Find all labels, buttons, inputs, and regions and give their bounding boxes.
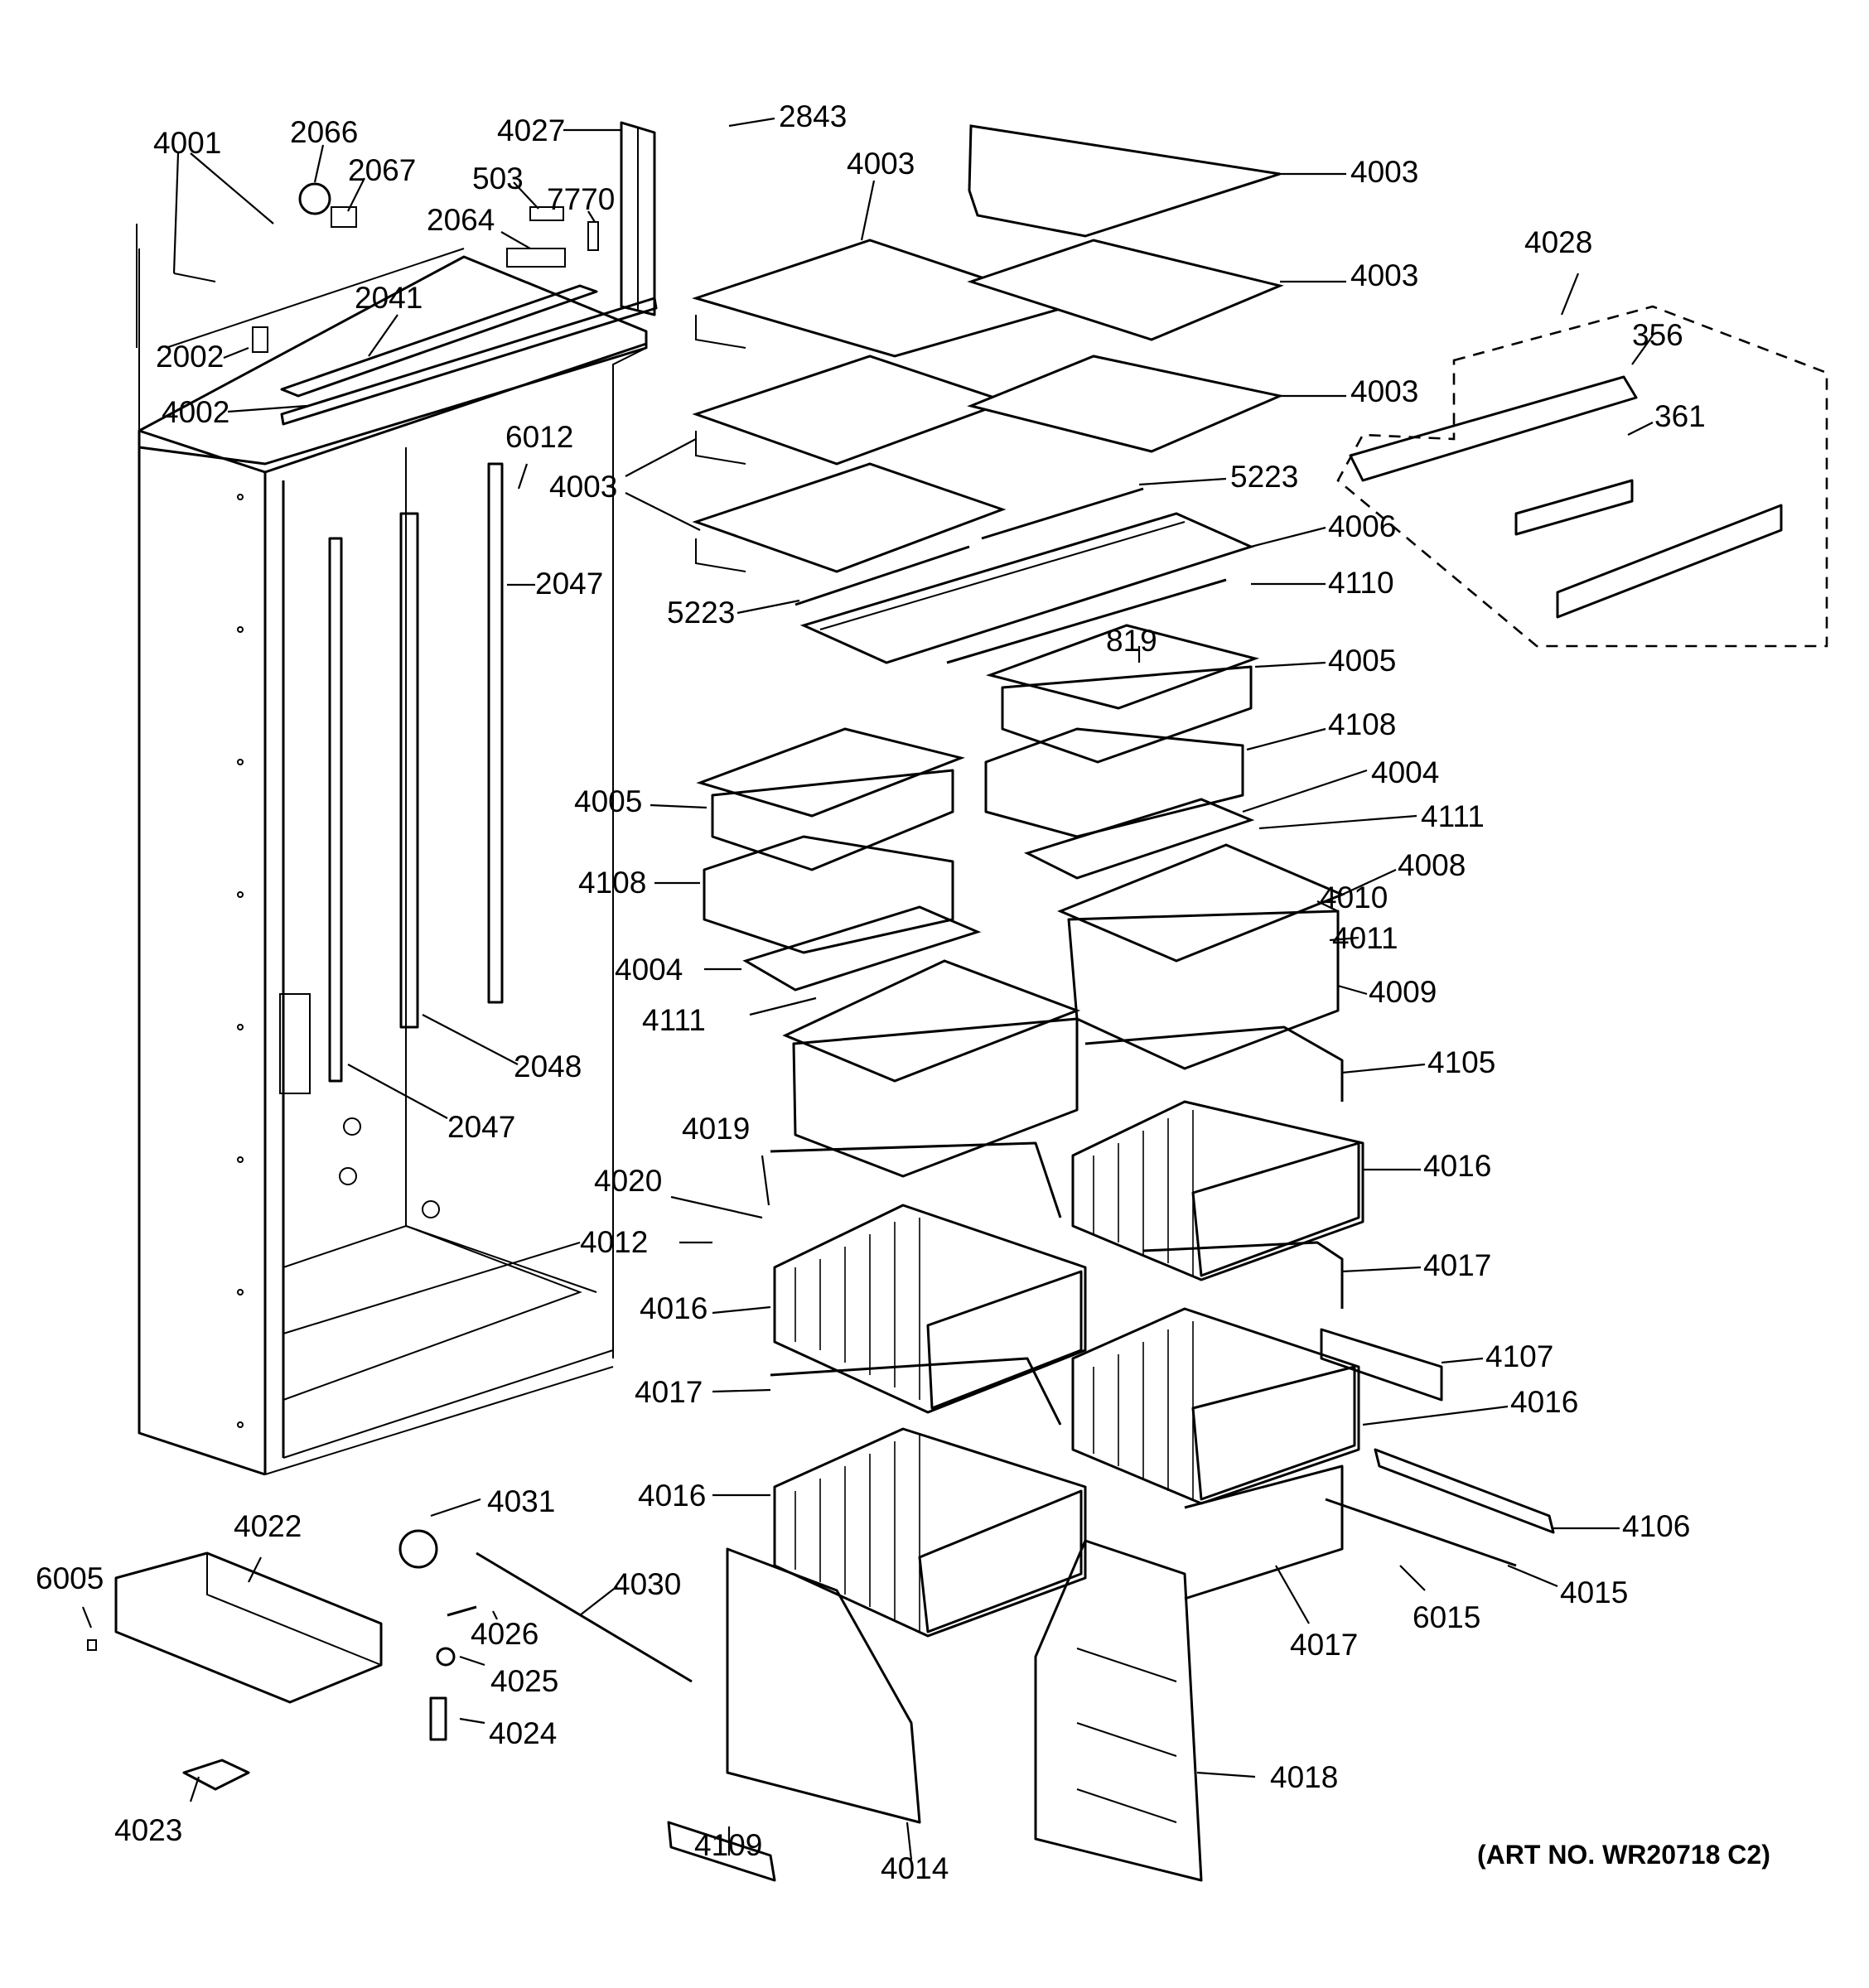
callout-2047-lower: 2047 [447, 1110, 515, 1144]
callout-4026: 4026 [471, 1617, 538, 1651]
callout-4019: 4019 [682, 1112, 750, 1146]
callout-6005: 6005 [36, 1561, 104, 1595]
callout-4108-left: 4108 [578, 866, 646, 900]
callout-2047-upper: 2047 [535, 567, 603, 601]
callout-4002: 4002 [162, 395, 229, 429]
callout-4110: 4110 [1328, 566, 1394, 600]
callout-4025: 4025 [490, 1664, 558, 1698]
callout-4111-right: 4111 [1421, 799, 1485, 833]
callout-503: 503 [472, 162, 524, 195]
callout-4015: 4015 [1560, 1575, 1628, 1609]
callout-2041: 2041 [355, 281, 423, 315]
callout-4107: 4107 [1485, 1339, 1553, 1373]
wire-baskets [770, 1025, 1364, 1638]
callout-4111-left: 4111 [642, 1003, 706, 1037]
callout-6012: 6012 [505, 420, 573, 454]
callout-4017-left: 4017 [635, 1375, 703, 1409]
callout-4016-right-lower: 4016 [1510, 1385, 1578, 1419]
glass-shelves [691, 124, 1284, 664]
callout-4008: 4008 [1398, 848, 1466, 882]
callout-4017-right-upper: 4017 [1423, 1248, 1491, 1282]
callout-4003-c: 4003 [1350, 258, 1418, 292]
callout-4105: 4105 [1427, 1045, 1495, 1079]
callout-4010: 4010 [1320, 881, 1388, 914]
leader-lines [81, 117, 1654, 1860]
callout-4108-right: 4108 [1328, 707, 1396, 741]
callout-7770: 7770 [547, 182, 615, 216]
callout-4022: 4022 [234, 1509, 302, 1543]
callout-4020: 4020 [594, 1164, 662, 1198]
callout-2002: 2002 [156, 340, 224, 374]
callout-4003-d: 4003 [1350, 374, 1418, 408]
callout-4011: 4011 [1332, 921, 1398, 955]
callout-2064: 2064 [427, 203, 495, 237]
callout-2066: 2066 [290, 115, 358, 149]
callout-4017-right-lower: 4017 [1290, 1628, 1358, 1662]
freezer-doors-and-slides [667, 1328, 1555, 1882]
callout-4014: 4014 [881, 1851, 949, 1885]
callout-4018: 4018 [1270, 1760, 1338, 1794]
callout-4016-left-lower: 4016 [638, 1479, 706, 1513]
callout-4109: 4109 [694, 1828, 762, 1862]
callout-4016-right-upper: 4016 [1423, 1149, 1491, 1183]
callout-4004-right: 4004 [1371, 755, 1439, 789]
callout-5223-a: 5223 [1230, 460, 1298, 494]
callout-4009: 4009 [1369, 975, 1437, 1009]
callout-5223-b: 5223 [667, 596, 735, 630]
callout-2067: 2067 [348, 153, 416, 187]
callout-4030: 4030 [613, 1567, 681, 1601]
cabinet-drawing [136, 121, 658, 1476]
callout-labels: 4001 2066 2067 4027 2843 503 7770 2064 2… [36, 99, 1770, 1885]
callout-4016-left-upper: 4016 [640, 1291, 708, 1325]
callout-6015: 6015 [1413, 1600, 1480, 1634]
callout-4024: 4024 [489, 1716, 557, 1750]
lower-parts [87, 1529, 693, 1791]
callout-2048: 2048 [514, 1049, 582, 1083]
callout-4005-left: 4005 [574, 784, 642, 818]
callout-356: 356 [1632, 318, 1683, 352]
callout-4004-left: 4004 [615, 953, 683, 987]
callout-4001: 4001 [153, 126, 221, 160]
callout-4031: 4031 [487, 1484, 555, 1518]
callout-4003-e: 4003 [549, 470, 617, 504]
crisper-bins [696, 624, 1345, 1178]
callout-4003-a: 4003 [847, 147, 915, 181]
callout-4006: 4006 [1328, 509, 1396, 543]
callout-4005-right: 4005 [1328, 644, 1396, 678]
control-assembly [1336, 305, 1828, 648]
callout-4023: 4023 [114, 1813, 182, 1847]
callout-2843: 2843 [779, 99, 847, 133]
callout-4027: 4027 [497, 113, 565, 147]
callout-819: 819 [1106, 624, 1157, 658]
callout-361: 361 [1654, 399, 1706, 433]
callout-4106: 4106 [1622, 1509, 1690, 1543]
callout-4028: 4028 [1524, 225, 1592, 259]
callout-4012: 4012 [580, 1225, 648, 1259]
callout-4003-b: 4003 [1350, 155, 1418, 189]
art-number: (ART NO. WR20718 C2) [1477, 1840, 1770, 1870]
